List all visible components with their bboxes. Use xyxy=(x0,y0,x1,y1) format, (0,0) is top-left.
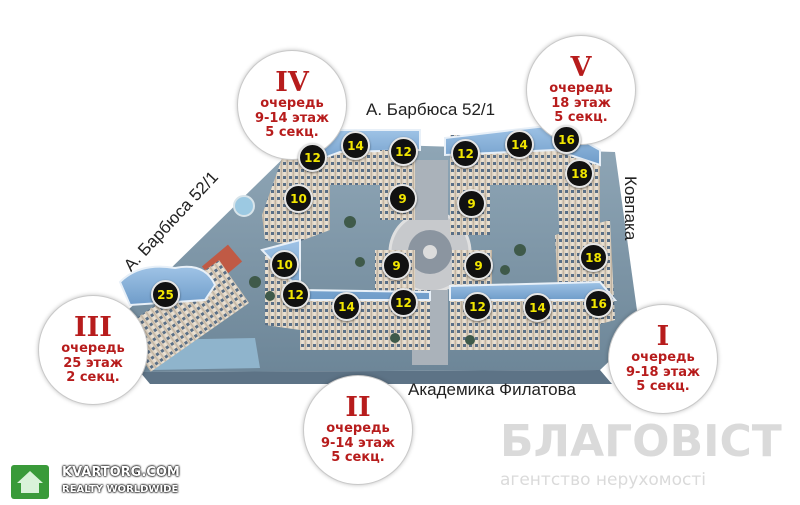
street-kovpaka: Ковпака xyxy=(621,176,640,241)
queue-v-roman: V xyxy=(570,52,592,84)
kvartorg-logo: KVARTORG.COM REALTY WORLDWIDE xyxy=(8,462,186,502)
street-filatova: Академика Филатова xyxy=(408,380,576,399)
street-barbusa-top: А. Барбюса 52/1 xyxy=(366,100,496,119)
floor-badge: 14 xyxy=(523,293,552,322)
floor-badge: 16 xyxy=(584,289,613,318)
queue-iv-label: IV очередь 9-14 этаж 5 секц. xyxy=(237,50,347,160)
queue-ii-roman: II xyxy=(345,392,371,424)
floor-badge: 18 xyxy=(565,159,594,188)
floor-badge: 16 xyxy=(552,125,581,154)
floor-badge: 9 xyxy=(388,184,417,213)
floor-badge: 12 xyxy=(451,139,480,168)
queue-iii-roman: III xyxy=(74,312,112,344)
floor-badge: 9 xyxy=(464,251,493,280)
queue-iv-line-1: очередь xyxy=(260,96,324,112)
blagovist-tagline: агентство нерухомості xyxy=(500,470,706,490)
queue-v-line-3: 5 секц. xyxy=(554,110,608,126)
floor-badge: 12 xyxy=(281,280,310,309)
floor-badge: 14 xyxy=(332,292,361,321)
kvartorg-site: KVARTORG.COM xyxy=(62,465,180,480)
queue-v-line-1: очередь xyxy=(549,81,613,97)
queue-i-line-3: 5 секц. xyxy=(636,379,690,395)
trees xyxy=(249,216,526,345)
floor-badge: 12 xyxy=(298,143,327,172)
floor-badge: 14 xyxy=(341,131,370,160)
floor-badge: 10 xyxy=(284,184,313,213)
top-left-pool xyxy=(233,195,255,217)
floor-badge: 12 xyxy=(463,292,492,321)
floor-badge: 25 xyxy=(151,280,180,309)
queue-i-line-2: 9-18 этаж xyxy=(625,364,700,380)
kvartorg-tagline: REALTY WORLDWIDE xyxy=(62,484,179,495)
floor-badge: 12 xyxy=(389,137,418,166)
queue-i-roman: I xyxy=(656,321,670,353)
floor-badge: 9 xyxy=(457,189,486,218)
queue-ii-line-1: очередь xyxy=(326,421,390,437)
queue-iii-line-1: очередь xyxy=(61,341,125,357)
floor-badge: 18 xyxy=(579,243,608,272)
queue-iv-line-2: 9-14 этаж xyxy=(254,110,329,126)
queue-iv-line-3: 5 секц. xyxy=(265,125,319,141)
floor-badge: 9 xyxy=(382,251,411,280)
queue-iii-line-2: 25 этаж xyxy=(63,355,123,371)
queue-i-line-1: очередь xyxy=(631,350,695,366)
queue-iii-line-3: 2 секц. xyxy=(66,370,120,386)
queue-iii-label: III очередь 25 этаж 2 секц. xyxy=(38,295,148,405)
front-road xyxy=(140,370,612,384)
floor-badge: 14 xyxy=(505,130,534,159)
floor-badge: 10 xyxy=(270,250,299,279)
queue-i-label: I очередь 9-18 этаж 5 секц. xyxy=(608,304,718,414)
floor-badge: 12 xyxy=(389,288,418,317)
house-icon xyxy=(11,465,49,499)
queue-ii-line-3: 5 секц. xyxy=(331,450,385,466)
queue-v-line-2: 18 этаж xyxy=(551,95,611,111)
queue-iv-roman: IV xyxy=(275,67,309,99)
queue-v-label: V очередь 18 этаж 5 секц. xyxy=(526,35,636,145)
queue-ii-label: II очередь 9-14 этаж 5 секц. xyxy=(303,375,413,485)
tower-iii xyxy=(118,260,250,372)
blagovist-brand: БЛАГОВІСТ xyxy=(500,416,782,467)
queue-ii-line-2: 9-14 этаж xyxy=(320,435,395,451)
